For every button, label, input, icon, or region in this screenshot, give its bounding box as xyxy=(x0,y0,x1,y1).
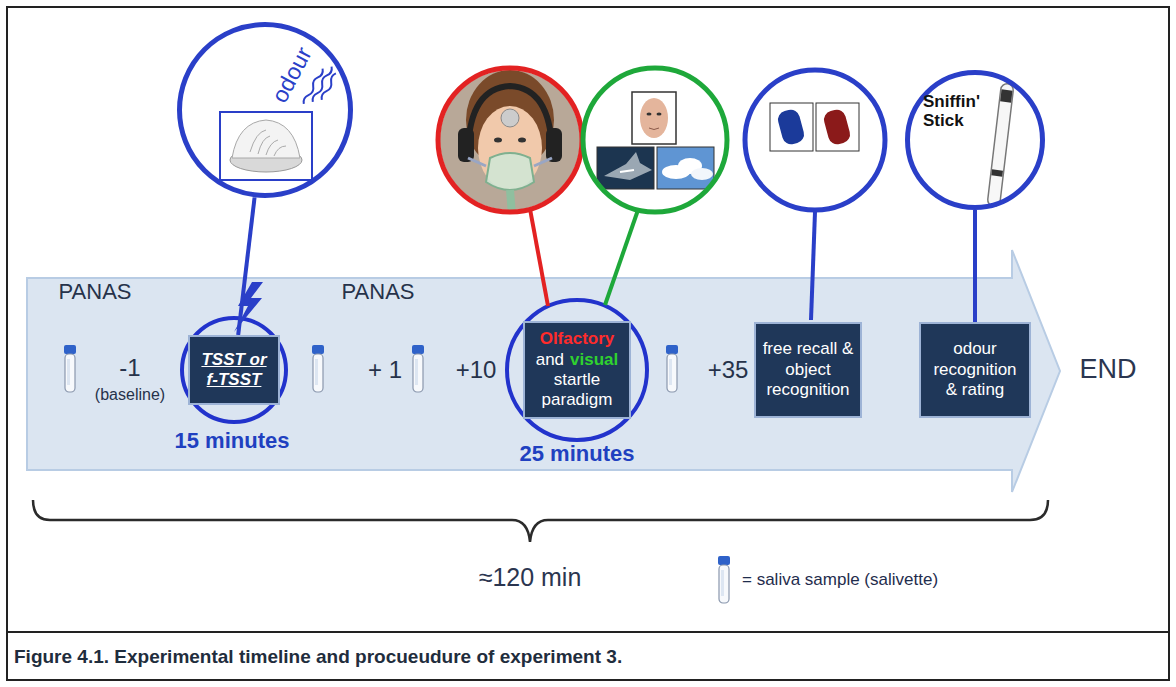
participant-photo xyxy=(478,106,542,190)
odour-label: odour xyxy=(267,43,317,107)
box-text: startle paradigm xyxy=(534,370,620,411)
sniffin-stick-picture xyxy=(994,90,1007,200)
box-text: visual xyxy=(570,350,618,370)
time-point: +35 xyxy=(708,357,749,383)
frame xyxy=(7,631,1169,633)
odour-device-picture xyxy=(220,112,312,180)
questionnaire-label: PANAS xyxy=(342,280,415,304)
salivette-icon xyxy=(718,556,730,603)
sniffin-stick-picture xyxy=(994,90,1007,200)
participant-photo xyxy=(486,153,534,190)
duration-label: 15 minutes xyxy=(175,429,290,453)
box-text-group: free recall & object recognition xyxy=(762,339,854,400)
participant-photo xyxy=(501,109,519,127)
visual-stimuli-picture xyxy=(604,152,652,180)
visual-stimuli-picture xyxy=(649,128,659,130)
box-text-group: odour recognition & rating xyxy=(927,339,1023,400)
visual-stimuli-picture xyxy=(691,168,713,180)
duration-label: 25 minutes xyxy=(520,442,635,466)
visual-stimuli-picture xyxy=(657,147,714,189)
sniffin-stick-picture xyxy=(991,170,1003,176)
salivette-icon xyxy=(64,345,730,603)
box-text: and xyxy=(536,350,564,370)
frame xyxy=(7,7,1169,680)
stress-task-box: TSST or f-TSST xyxy=(188,335,280,405)
odour-circle: odour xyxy=(177,22,353,198)
response-clicker-picture xyxy=(776,108,806,147)
time-point: -1 xyxy=(119,355,140,381)
sniffin-stick-picture xyxy=(1006,90,1007,102)
olfactory-circle xyxy=(438,68,582,212)
participant-photo xyxy=(494,138,502,143)
odour-device-picture xyxy=(232,120,300,158)
salivette-icon xyxy=(64,345,76,392)
odour-device-picture xyxy=(250,130,286,156)
visual-stimuli-picture xyxy=(640,98,668,138)
sniffin-stick-picture xyxy=(994,90,1007,200)
box-text: Olfactory xyxy=(540,329,615,349)
highlight-circle xyxy=(507,300,647,440)
box-text: TSST or f-TSST xyxy=(196,350,272,391)
box-text-group: TSST or f-TSST xyxy=(196,350,272,391)
time-note: (baseline) xyxy=(95,386,165,404)
visual-circle xyxy=(583,68,727,212)
visual-stimuli-picture xyxy=(597,92,714,189)
salivette-icon xyxy=(312,345,324,392)
leader-line xyxy=(811,212,815,320)
participant-photo xyxy=(518,138,526,143)
figure-caption: Figure 4.1. Experimental timeline and pr… xyxy=(14,646,622,668)
connector-line xyxy=(238,197,254,335)
box-text: free recall & object recognition xyxy=(762,339,854,400)
duration-bracket xyxy=(33,500,1048,542)
total-duration-label: ≈120 min xyxy=(479,564,582,592)
response-clicker-picture xyxy=(816,103,859,151)
odour-waves xyxy=(320,72,338,100)
response-clicker-picture xyxy=(822,108,852,147)
participant-photo xyxy=(438,68,582,215)
memory-test-box: free recall & object recognition xyxy=(754,322,862,418)
legend-text: = saliva sample (salivette) xyxy=(742,571,938,590)
startle-paradigm-box: Olfactoryand visualstartle paradigm xyxy=(523,321,631,419)
highlight-circle xyxy=(182,300,647,440)
salivette-icon xyxy=(666,345,678,392)
visual-stimuli-picture xyxy=(647,112,652,115)
connector-line xyxy=(973,210,977,322)
participant-photo xyxy=(546,128,562,162)
time-point: +10 xyxy=(456,357,497,383)
visual-stimuli-picture xyxy=(632,92,676,144)
response-clicker-picture xyxy=(770,103,859,151)
leader-line xyxy=(530,209,815,320)
leader-line xyxy=(530,209,548,306)
end-label: END xyxy=(1079,355,1136,385)
response-clicker-picture xyxy=(770,103,813,151)
visual-stimuli-picture xyxy=(657,112,662,115)
questionnaire-label: PANAS xyxy=(59,280,132,304)
participant-photo xyxy=(458,128,474,162)
stick-label: Sniffin' Stick xyxy=(923,93,997,130)
visual-stimuli-picture xyxy=(597,147,654,189)
sniffin-stick-circle: Sniffin' Stick xyxy=(905,70,1045,210)
odour-waves xyxy=(302,62,339,111)
time-point: + 1 xyxy=(368,357,402,383)
frame xyxy=(7,7,1169,680)
clicker-circle xyxy=(745,70,885,210)
box-text-group: Olfactoryand visualstartle paradigm xyxy=(531,329,623,411)
visual-stimuli-picture xyxy=(620,170,634,172)
highlight-circle xyxy=(182,318,286,422)
box-text: odour recognition & rating xyxy=(927,339,1023,400)
odour-test-box: odour recognition & rating xyxy=(919,322,1031,418)
odour-device-picture xyxy=(220,112,312,180)
participant-photo xyxy=(468,86,552,150)
salivette-icon xyxy=(412,345,424,392)
leader-line xyxy=(605,210,638,305)
